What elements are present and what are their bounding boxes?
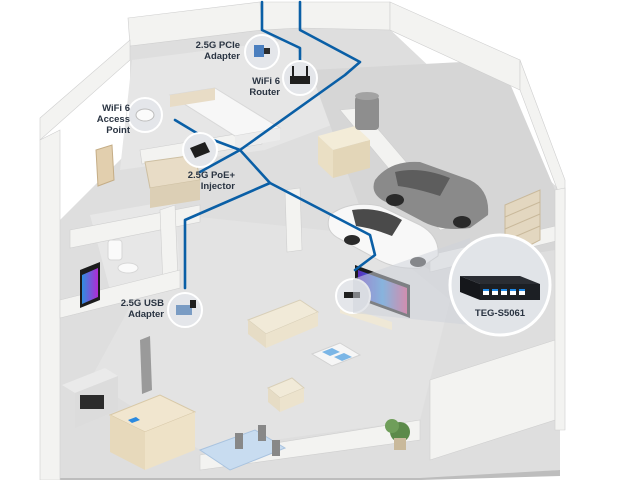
label-switch: TEG-S5061 [470, 308, 530, 319]
label-wifi6-access-point: WiFi 6 Access Point [80, 103, 130, 136]
poe-injector-icon [183, 133, 217, 167]
label-line: Injector [165, 181, 235, 192]
label-line: 2.5G PCIe [180, 40, 240, 51]
label-line: 2.5G PoE+ [165, 170, 235, 181]
usb-adapter-icon [168, 293, 202, 327]
label-line: Adapter [180, 51, 240, 62]
label-line: WiFi 6 [80, 103, 130, 114]
label-poe-injector: 2.5G PoE+ Injector [165, 170, 235, 192]
label-line: Router [240, 87, 280, 98]
label-line: Access [80, 114, 130, 125]
tv-left-icon [80, 262, 100, 308]
access-point-icon [128, 98, 162, 132]
label-pcie-adapter: 2.5G PCIe Adapter [180, 40, 240, 62]
label-line: WiFi 6 [240, 76, 280, 87]
label-line: TEG-S5061 [470, 308, 530, 319]
label-wifi6-router: WiFi 6 Router [240, 76, 280, 98]
label-usb-adapter: 2.5G USB Adapter [100, 298, 164, 320]
network-switch-icon [450, 235, 550, 335]
wifi-router-icon [283, 61, 317, 95]
label-line: 2.5G USB [100, 298, 164, 309]
garage-bin [355, 92, 379, 130]
label-line: Point [80, 125, 130, 136]
pcie-adapter-icon [245, 35, 279, 69]
bedroom-door [96, 145, 114, 186]
label-line: Adapter [100, 309, 164, 320]
wall-cabinet [140, 336, 152, 394]
